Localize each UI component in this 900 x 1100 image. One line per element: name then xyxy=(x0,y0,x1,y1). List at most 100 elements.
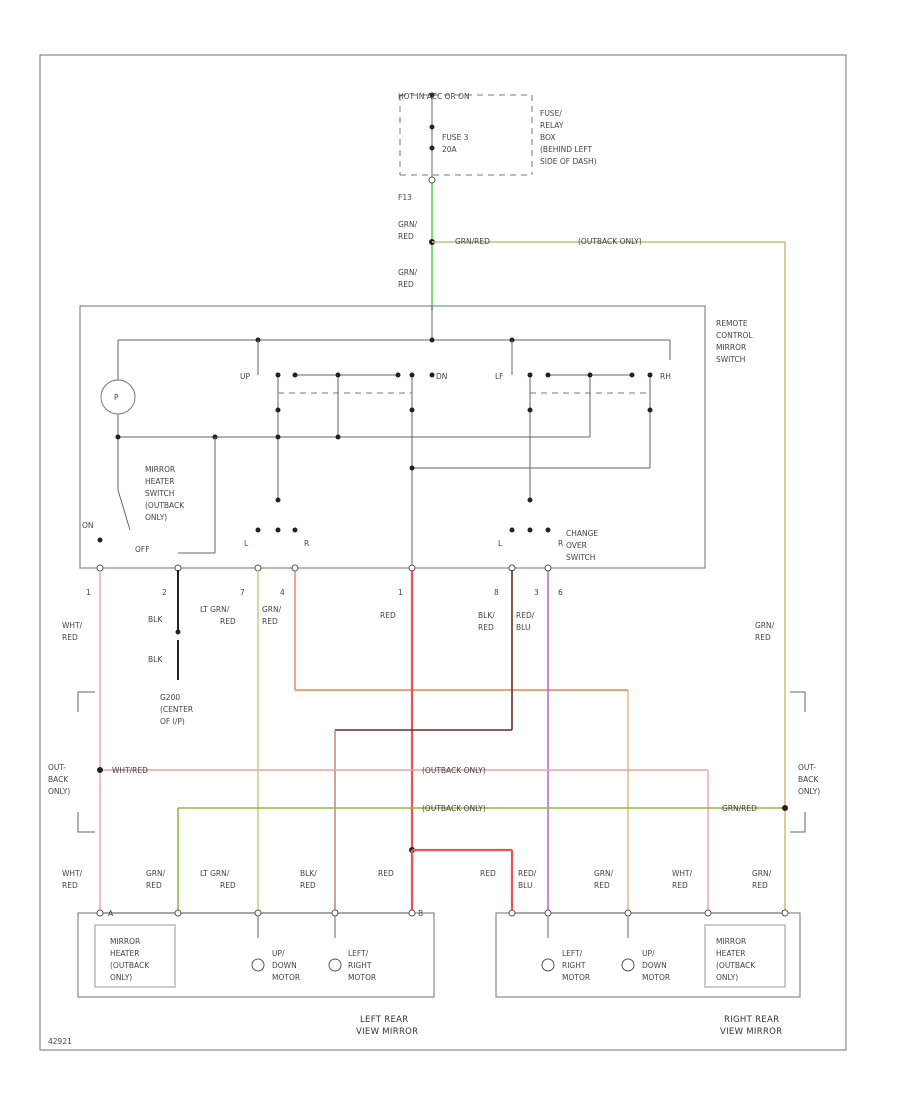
changeover-r-right: R xyxy=(558,539,563,548)
rm-grn-1: GRN/ xyxy=(594,869,614,878)
lm-wht-1: WHT/ xyxy=(62,869,83,878)
heater-switch-label-4: (OUTBACK xyxy=(145,501,185,510)
rm-wht-2: RED xyxy=(672,881,688,890)
rm-heater-1: MIRROR xyxy=(716,937,746,946)
rm-redblu-2: BLU xyxy=(518,881,532,890)
lm-motor1-3: MOTOR xyxy=(272,973,300,982)
lm-heater-2: HEATER xyxy=(110,949,139,958)
wht-red-wire-label-2: RED xyxy=(62,633,78,642)
rm-leftright-motor-icon xyxy=(541,958,555,972)
wht-red-cross-label: WHT/RED xyxy=(112,766,148,775)
fuse-connector: F13 xyxy=(398,193,412,202)
switch-lf: LF xyxy=(495,372,504,381)
lm-wht-2: RED xyxy=(62,881,78,890)
switch-title-1: REMOTE xyxy=(716,319,748,328)
lm-ltgrn-2: RED xyxy=(220,881,236,890)
pin-1: 1 xyxy=(86,588,91,597)
pin-3: 3 xyxy=(534,588,539,597)
rm-updown-motor-icon xyxy=(621,958,635,972)
fuse-box-label-4: (BEHIND LEFT xyxy=(540,145,593,154)
lt-grn-wire-label-1: LT GRN/ xyxy=(200,605,230,614)
lt-grn-wire-label-2: RED xyxy=(220,617,236,626)
fuse-box-label-3: BOX xyxy=(540,133,556,142)
blk-wire-label-2: BLK xyxy=(148,655,163,664)
fuse-box-label-5: SIDE OF DASH) xyxy=(540,157,597,166)
fuse-label: FUSE 3 xyxy=(442,133,469,142)
changeover-l-left: L xyxy=(244,539,249,548)
lm-ltgrn-1: LT GRN/ xyxy=(200,869,230,878)
lm-updown-motor-icon xyxy=(251,958,265,972)
red-wire-label: RED xyxy=(380,611,396,620)
pin-7: 7 xyxy=(240,588,245,597)
rm-grn-b1: GRN/ xyxy=(752,869,772,878)
feed-wire-label-1: GRN/ xyxy=(398,220,418,229)
footer-code: 42921 xyxy=(48,1037,72,1046)
wht-red-wire-label-1: WHT/ xyxy=(62,621,83,630)
lm-motor2-2: RIGHT xyxy=(348,961,372,970)
rm-heater-2: HEATER xyxy=(716,949,745,958)
grn-red-wire-label-b2: RED xyxy=(755,633,771,642)
lm-leftright-motor-icon xyxy=(328,958,342,972)
fuse-box-label-2: RELAY xyxy=(540,121,564,130)
outback-left-1: OUT- xyxy=(48,763,66,772)
pin-6: 6 xyxy=(558,588,563,597)
outback-right-3: ONLY) xyxy=(798,787,820,796)
diagram-frame xyxy=(39,54,847,1051)
branch-outback-label: (OUTBACK ONLY) xyxy=(578,237,642,246)
lm-title-1: LEFT REAR xyxy=(360,1015,408,1025)
outback-wires: WHT/RED (OUTBACK ONLY) (OUTBACK ONLY) GR… xyxy=(48,691,820,915)
left-rear-view-mirror: MIRROR HEATER (OUTBACK ONLY) UP/ DOWN MO… xyxy=(77,909,435,1037)
ground-label-3: OF I/P) xyxy=(160,717,185,726)
pin-1b: 1 xyxy=(398,588,403,597)
rm-title-2: VIEW MIRROR xyxy=(720,1027,782,1037)
feed-wire-label-3: GRN/ xyxy=(398,268,418,277)
lm-motor1-1: UP/ xyxy=(272,949,285,958)
switch-up-left: UP xyxy=(240,372,250,381)
outback-right-1: OUT- xyxy=(798,763,816,772)
rm-wht-1: WHT/ xyxy=(672,869,693,878)
right-rear-view-mirror: MIRROR HEATER (OUTBACK ONLY) LEFT/ RIGHT… xyxy=(495,909,801,1037)
changeover-label-3: SWITCH xyxy=(566,553,595,562)
grn-red-wire-label-b1: GRN/ xyxy=(755,621,775,630)
switch-output-wires: 1 2 7 4 1 8 3 6 WHT/ RED BLK BLK G200 (C… xyxy=(62,564,775,915)
wht-red-outback-label: (OUTBACK ONLY) xyxy=(422,766,486,775)
changeover-label-2: OVER xyxy=(566,541,587,550)
lm-heater-4: ONLY) xyxy=(110,973,132,982)
lm-motor1-2: DOWN xyxy=(272,961,297,970)
grn-red-wire-label-a2: RED xyxy=(262,617,278,626)
rm-red: RED xyxy=(480,869,496,878)
blk-red-wire-label-1: BLK/ xyxy=(478,611,495,620)
heater-switch-label-5: ONLY) xyxy=(145,513,167,522)
lm-pin-b: B xyxy=(418,909,423,918)
changeover-l-right: L xyxy=(498,539,503,548)
lm-grn-2: RED xyxy=(146,881,162,890)
grn-red-cross-label: GRN/RED xyxy=(722,804,757,813)
heater-switch-label-3: SWITCH xyxy=(145,489,174,498)
switch-title-3: MIRROR xyxy=(716,343,746,352)
lm-pin-a: A xyxy=(108,909,114,918)
red-blu-wire-label-1: RED/ xyxy=(516,611,535,620)
heater-switch-label-1: MIRROR xyxy=(145,465,175,474)
pin-8: 8 xyxy=(494,588,499,597)
heater-switch-on: ON xyxy=(82,521,94,530)
switch-title-4: SWITCH xyxy=(716,355,745,364)
lm-title-2: VIEW MIRROR xyxy=(356,1027,418,1037)
changeover-label-1: CHANGE xyxy=(566,529,598,538)
rm-grn-b2: RED xyxy=(752,881,768,890)
rm-grn-2: RED xyxy=(594,881,610,890)
pin-2: 2 xyxy=(162,588,167,597)
rm-heater-3: (OUTBACK xyxy=(716,961,756,970)
rm-motor1-2: RIGHT xyxy=(562,961,586,970)
fuse-relay-box: HOT IN ACC OR ON FUSE 3 20A FUSE/ RELAY … xyxy=(398,92,597,202)
rm-redblu-1: RED/ xyxy=(518,869,537,878)
lm-motor2-3: MOTOR xyxy=(348,973,376,982)
switch-rh: RH xyxy=(660,372,671,381)
rm-title-1: RIGHT REAR xyxy=(724,1015,779,1025)
ground-label-2: (CENTER xyxy=(160,705,193,714)
rm-motor1-3: MOTOR xyxy=(562,973,590,982)
rm-motor2-2: DOWN xyxy=(642,961,667,970)
rm-motor2-3: MOTOR xyxy=(642,973,670,982)
ground-label-1: G200 xyxy=(160,693,180,702)
remote-control-mirror-switch: REMOTE CONTROL MIRROR SWITCH P UP DN xyxy=(79,305,753,570)
